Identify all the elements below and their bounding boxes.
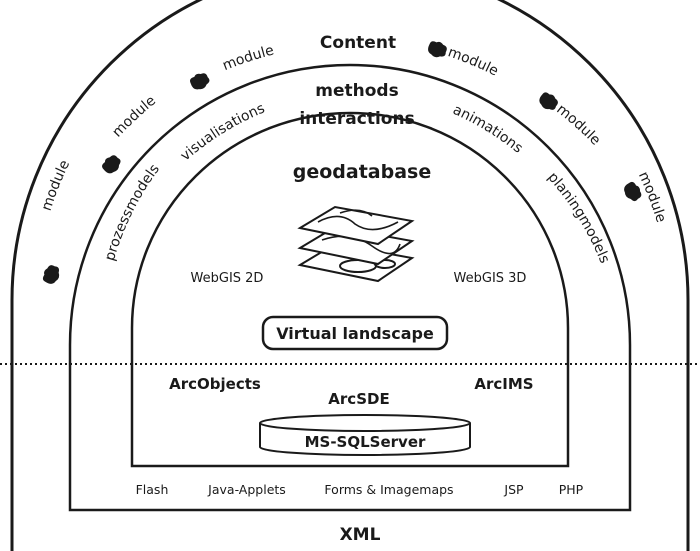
module-icon bbox=[428, 41, 447, 58]
content-title: Content bbox=[320, 33, 396, 53]
tech-forms-imagemaps: Forms & Imagemaps bbox=[324, 482, 453, 497]
tech-flash: Flash bbox=[136, 482, 169, 497]
webgis-2d-label: WebGIS 2D bbox=[191, 271, 264, 286]
virtual-landscape-label: Virtual landscape bbox=[276, 324, 434, 343]
ms-sqlserver-label: MS-SQLServer bbox=[305, 433, 426, 451]
module-label-2: module bbox=[109, 93, 159, 141]
module-label-4: module bbox=[446, 44, 501, 79]
tech-java-applets: Java-Applets bbox=[207, 482, 286, 497]
module-icon bbox=[624, 181, 642, 202]
database-cylinder bbox=[259, 414, 471, 456]
animations-label: animations bbox=[450, 102, 525, 157]
inner-arch bbox=[130, 111, 570, 468]
module-label-5: module bbox=[553, 101, 603, 148]
prozessmodels-label: prozessmodels bbox=[102, 161, 163, 262]
methods-title: methods bbox=[315, 81, 398, 101]
arcobjects-label: ArcObjects bbox=[169, 375, 261, 393]
module-icon bbox=[190, 73, 210, 90]
webgis-3d-label: WebGIS 3D bbox=[454, 271, 527, 286]
module-label-1: module bbox=[39, 158, 74, 213]
outer-arch bbox=[10, 0, 690, 551]
layer-stack-icon bbox=[297, 205, 415, 283]
module-icon bbox=[42, 265, 60, 284]
tech-jsp: JSP bbox=[503, 482, 524, 497]
middle-arch bbox=[68, 63, 632, 512]
module-icon bbox=[102, 155, 121, 174]
geodatabase-title: geodatabase bbox=[293, 161, 431, 183]
module-icons bbox=[42, 41, 642, 284]
tech-php: PHP bbox=[559, 482, 584, 497]
arcims-label: ArcIMS bbox=[474, 375, 533, 393]
arcsde-label: ArcSDE bbox=[328, 390, 389, 408]
module-icon bbox=[539, 92, 558, 110]
xml-label: XML bbox=[340, 525, 381, 545]
virtual-landscape-box bbox=[261, 315, 449, 351]
module-label-3: module bbox=[220, 43, 275, 75]
interactions-title: interactions bbox=[299, 109, 414, 129]
